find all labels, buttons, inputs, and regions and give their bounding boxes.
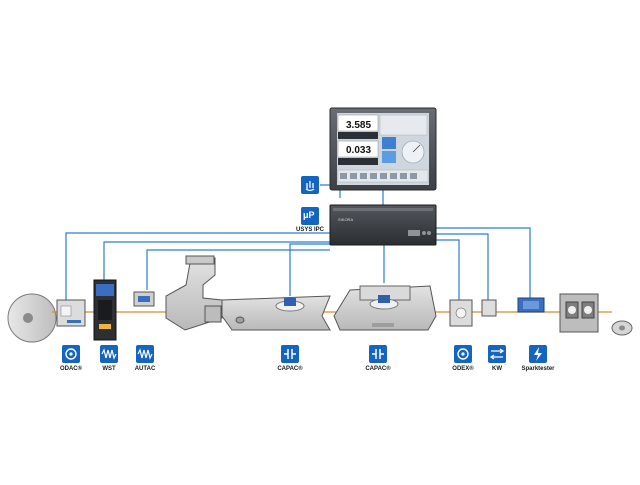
waveform-icon bbox=[136, 345, 154, 363]
monitor-reading-2: 0.033 bbox=[346, 145, 371, 156]
lightning-icon bbox=[529, 345, 547, 363]
ring-gauge-icon bbox=[62, 345, 80, 363]
odac-device bbox=[56, 299, 86, 327]
spark-label: Sparktester bbox=[521, 366, 555, 372]
line-capac-1 bbox=[289, 243, 330, 296]
touch-monitor bbox=[329, 107, 437, 191]
kw-label: KW bbox=[492, 366, 502, 372]
ipc-label: USYS IPC bbox=[295, 227, 324, 233]
odac-label: ODAC® bbox=[59, 366, 83, 372]
cooling-trough-1 bbox=[221, 295, 331, 331]
waveform-icon bbox=[100, 345, 118, 363]
hand-touch-icon bbox=[301, 176, 319, 194]
spark-device bbox=[517, 297, 545, 313]
ipc-brand: SIKORA bbox=[338, 217, 353, 222]
line-spark bbox=[436, 227, 531, 298]
odex-label: ODEX® bbox=[452, 366, 474, 372]
line-capac-2 bbox=[383, 243, 436, 283]
autac-label: AUTAC bbox=[134, 366, 156, 372]
capstan-unit bbox=[559, 293, 633, 336]
monitor-reading-1: 3.585 bbox=[346, 120, 371, 131]
microprocessor-icon: μP bbox=[301, 207, 319, 225]
capac-label-2: CAPAC® bbox=[365, 366, 391, 372]
wst-label: WST bbox=[102, 366, 116, 372]
line-autac bbox=[146, 249, 330, 290]
line-odex bbox=[436, 239, 460, 300]
ipc-logo-text: μP bbox=[303, 210, 315, 220]
extruder bbox=[165, 255, 223, 331]
kw-device bbox=[481, 299, 497, 317]
line-kw bbox=[436, 233, 489, 300]
ipc-unit bbox=[329, 204, 437, 246]
autac-device bbox=[133, 291, 155, 307]
line-odac bbox=[65, 232, 330, 300]
line-wst bbox=[103, 241, 330, 300]
capac-label-1: CAPAC® bbox=[277, 366, 303, 372]
ring-gauge-icon bbox=[454, 345, 472, 363]
capacitor-icon bbox=[281, 345, 299, 363]
cooling-trough-2 bbox=[333, 285, 437, 331]
arrows-icon bbox=[488, 345, 506, 363]
wst-device bbox=[93, 279, 117, 341]
capacitor-icon bbox=[369, 345, 387, 363]
odex-device bbox=[449, 299, 473, 327]
connection-lines bbox=[65, 184, 531, 300]
